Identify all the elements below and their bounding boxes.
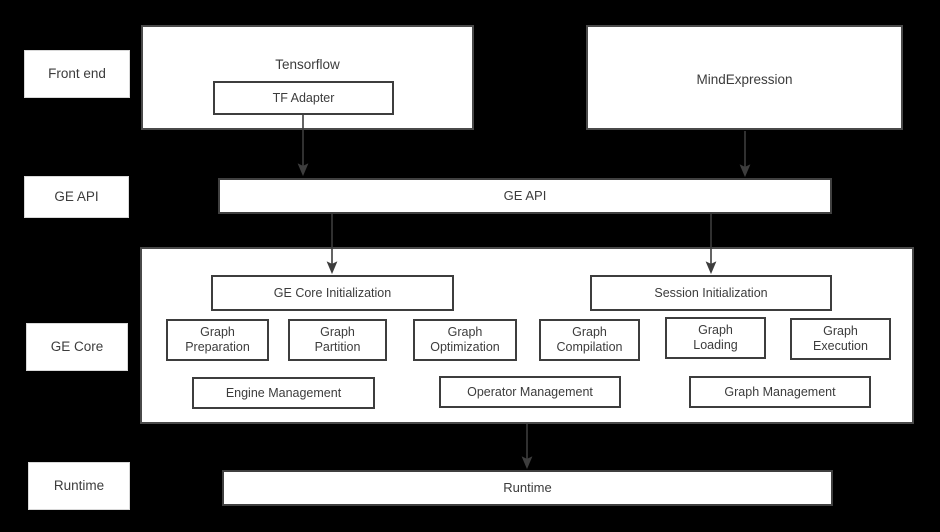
- operator-management-label: Operator Management: [467, 384, 593, 399]
- layer-label-ge-api: GE API: [24, 176, 129, 218]
- ge-api-bar[interactable]: GE API: [218, 178, 832, 214]
- graph-compilation-label: Graph Compilation: [556, 325, 623, 354]
- layer-label-front-end-text: Front end: [48, 66, 106, 82]
- graph-optimization-box[interactable]: Graph Optimization: [413, 319, 517, 361]
- session-initialization-box[interactable]: Session Initialization: [590, 275, 832, 311]
- graph-preparation-box[interactable]: Graph Preparation: [166, 319, 269, 361]
- layer-label-ge-core-text: GE Core: [50, 339, 104, 355]
- graph-partition-box[interactable]: Graph Partition: [288, 319, 387, 361]
- layer-label-front-end: Front end: [24, 50, 130, 98]
- session-initialization-label: Session Initialization: [654, 285, 768, 300]
- engine-management-label: Engine Management: [225, 385, 342, 400]
- ge-core-initialization-box[interactable]: GE Core Initialization: [211, 275, 454, 311]
- engine-management-box[interactable]: Engine Management: [192, 377, 375, 409]
- layer-label-runtime: Runtime: [28, 462, 130, 510]
- runtime-bar[interactable]: Runtime: [222, 470, 833, 506]
- layer-label-ge-api-text: GE API: [54, 189, 99, 205]
- graph-optimization-label: Graph Optimization: [430, 325, 500, 354]
- graph-loading-box[interactable]: Graph Loading: [665, 317, 766, 359]
- runtime-bar-label: Runtime: [503, 480, 552, 496]
- operator-management-box[interactable]: Operator Management: [439, 376, 621, 408]
- mindexpression-title: MindExpression: [696, 72, 793, 87]
- graph-execution-label: Graph Execution: [813, 324, 868, 353]
- tf-adapter-box[interactable]: TF Adapter: [213, 81, 394, 115]
- layer-label-runtime-text: Runtime: [53, 478, 105, 494]
- layer-label-ge-core: GE Core: [26, 323, 128, 371]
- graph-compilation-box[interactable]: Graph Compilation: [539, 319, 640, 361]
- graph-partition-label: Graph Partition: [314, 325, 361, 354]
- mindexpression-container[interactable]: MindExpression: [586, 25, 903, 130]
- graph-loading-label: Graph Loading: [693, 323, 738, 352]
- graph-preparation-label: Graph Preparation: [185, 325, 250, 354]
- graph-management-label: Graph Management: [724, 384, 836, 399]
- ge-core-initialization-label: GE Core Initialization: [273, 285, 392, 300]
- graph-execution-box[interactable]: Graph Execution: [790, 318, 891, 360]
- graph-management-box[interactable]: Graph Management: [689, 376, 871, 408]
- tensorflow-title: Tensorflow: [275, 57, 340, 72]
- ge-api-bar-label: GE API: [503, 188, 547, 204]
- tf-adapter-label: TF Adapter: [272, 90, 335, 105]
